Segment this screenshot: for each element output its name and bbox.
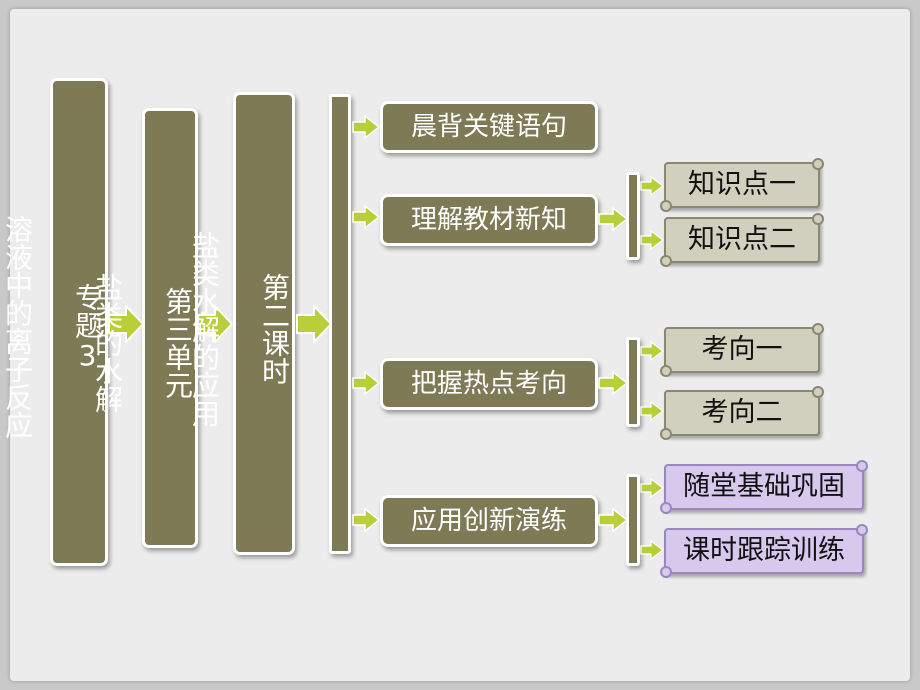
arrow-right-icon xyxy=(598,207,628,231)
subitem-knowledge-point-1[interactable]: 知识点一 xyxy=(660,158,824,212)
arrow-right-icon xyxy=(352,508,380,532)
lesson-column-box: 第二课时 盐类水解的应用 xyxy=(188,92,295,555)
subitem-classroom-practice[interactable]: 随堂基础巩固 xyxy=(660,460,868,514)
arrow-right-icon xyxy=(640,230,664,250)
subitem-knowledge-point-2[interactable]: 知识点二 xyxy=(660,213,824,267)
section-bracket-bar xyxy=(329,94,351,554)
arrow-right-icon xyxy=(640,401,664,421)
arrow-right-icon xyxy=(352,205,380,229)
section-understand-textbook[interactable]: 理解教材新知 xyxy=(380,194,598,246)
subitem-bracket-bar xyxy=(626,474,640,566)
arrow-right-icon xyxy=(197,305,233,343)
topic-column-box: 专题3 溶液中的离子反应 xyxy=(1,78,108,566)
subitem-bracket-bar xyxy=(626,337,640,427)
arrow-right-icon xyxy=(108,305,144,343)
arrow-right-icon xyxy=(640,341,664,361)
arrow-right-icon xyxy=(640,478,664,498)
unit-column-box: 第三单元 盐类的水解 xyxy=(91,108,198,548)
section-hot-topics[interactable]: 把握热点考向 xyxy=(380,358,598,410)
arrow-right-icon xyxy=(296,305,332,343)
subitem-exam-direction-1[interactable]: 考向一 xyxy=(660,323,824,377)
section-practice[interactable]: 应用创新演练 xyxy=(380,495,598,547)
subitem-bracket-bar xyxy=(626,172,640,260)
arrow-right-icon xyxy=(352,115,380,139)
arrow-right-icon xyxy=(598,371,628,395)
arrow-right-icon xyxy=(352,371,380,395)
arrow-right-icon xyxy=(640,540,664,560)
subitem-after-class-practice[interactable]: 课时跟踪训练 xyxy=(660,524,868,578)
arrow-right-icon xyxy=(598,508,628,532)
subitem-exam-direction-2[interactable]: 考向二 xyxy=(660,386,824,440)
arrow-right-icon xyxy=(640,176,664,196)
section-morning-recite[interactable]: 晨背关键语句 xyxy=(380,101,598,153)
